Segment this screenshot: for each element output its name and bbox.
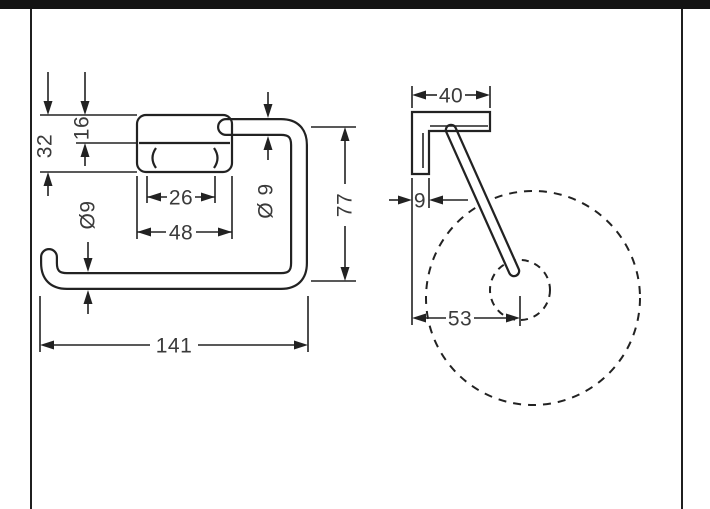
- dim-roll-axis-offset: 53: [412, 296, 521, 331]
- dim-40-label: 40: [439, 85, 463, 108]
- arrowhead-left-icon: [147, 192, 161, 202]
- arrowhead-right-icon: [398, 195, 412, 205]
- dim-overall-width: 141: [40, 335, 308, 358]
- top-chrome-bar: [0, 0, 710, 9]
- dim-slot-spacing: 26: [147, 187, 215, 210]
- arrowhead-up-icon: [83, 290, 93, 304]
- dim-plate-height: 32: [34, 72, 57, 196]
- dim-d9-right-label: Ø 9: [255, 183, 278, 218]
- arrowhead-left-icon: [412, 90, 426, 100]
- paper-roll-core-circle: [489, 259, 551, 321]
- arrowhead-left-icon: [412, 313, 426, 323]
- dim-d9-left-label: Ø9: [77, 200, 100, 229]
- arrowhead-up-icon: [263, 136, 273, 150]
- dim-141-label: 141: [156, 335, 193, 358]
- paper-roll-outline-circle: [425, 190, 641, 406]
- arrowhead-right-icon: [218, 227, 232, 237]
- side-view: 40 9 53: [389, 85, 641, 406]
- arrowhead-up-icon: [80, 143, 90, 157]
- arrowhead-right-icon: [294, 340, 308, 350]
- page-edge-right: [681, 9, 683, 509]
- plate-slot-right: [213, 147, 219, 169]
- arrowhead-down-icon: [43, 101, 53, 115]
- front-view: 32 16 Ø9: [34, 72, 357, 358]
- dim-rod-diameter-left: Ø9: [77, 200, 100, 314]
- holder-arm-fill: [447, 126, 518, 275]
- dim-53-label: 53: [448, 308, 472, 331]
- arrowhead-right-icon: [506, 313, 520, 323]
- dim-inner-height: 77: [334, 127, 357, 281]
- dim-16-label: 16: [71, 116, 94, 140]
- dim-rod-diameter-right: Ø 9: [255, 92, 278, 219]
- dim-77-label: 77: [334, 193, 357, 217]
- arrowhead-left-icon: [137, 227, 151, 237]
- arrowhead-down-icon: [80, 101, 90, 115]
- dim-9-label: 9: [414, 190, 426, 213]
- arrowhead-left-icon: [429, 195, 443, 205]
- arrowhead-right-icon: [201, 192, 215, 202]
- dim-depth: 40: [411, 85, 491, 108]
- arrowhead-right-icon: [476, 90, 490, 100]
- dim-48-label: 48: [169, 222, 193, 245]
- holder-rod-fill: [42, 120, 306, 288]
- label-backing: [413, 189, 428, 211]
- dim-32-label: 32: [34, 134, 57, 158]
- arrowhead-left-icon: [40, 340, 54, 350]
- wall-bracket: [410, 110, 492, 176]
- plate-slot-left: [151, 147, 157, 169]
- arrowhead-up-icon: [43, 172, 53, 186]
- arrowhead-down-icon: [340, 267, 350, 281]
- dim-plate-width: 48: [137, 222, 232, 245]
- arrowhead-up-icon: [340, 127, 350, 141]
- dim-wall-plate-thickness: 9: [389, 178, 468, 325]
- arrowhead-down-icon: [263, 104, 273, 118]
- dim-26-label: 26: [169, 187, 193, 210]
- page-edge-left: [30, 9, 32, 509]
- dim-top-to-centerline: 16: [71, 72, 94, 166]
- arrowhead-down-icon: [83, 258, 93, 272]
